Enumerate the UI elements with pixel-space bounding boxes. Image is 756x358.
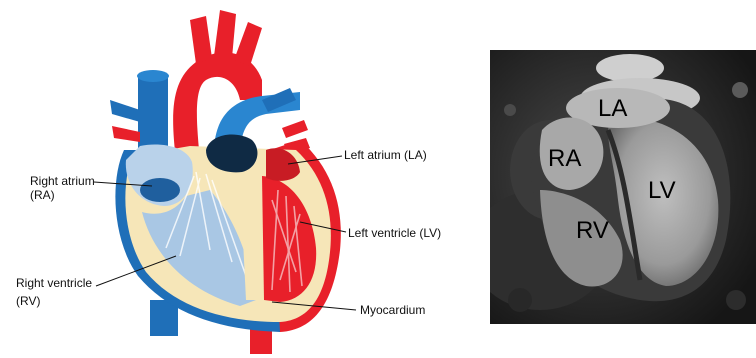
mri-label-rv: RV [576,218,609,244]
label-left-atrium: Left atrium (LA) [344,148,427,162]
aorta-branch-3 [234,22,262,66]
cardiac-mri-image: LA RA LV RV [490,50,756,324]
mri-label-lv: LV [648,178,676,204]
aorta-branch-1 [190,16,212,64]
label-right-atrium-line2: (RA) [30,188,95,202]
superior-vena-cava-top [137,70,169,82]
mri-label-ra: RA [548,146,581,172]
mri-label-la: LA [598,96,627,122]
pulmonary-vein-left [110,100,140,122]
label-right-ventricle-line2: (RV) [16,294,92,308]
mri-scan [490,50,756,324]
label-left-ventricle: Left ventricle (LV) [348,226,441,240]
pulmonary-artery-small-left [112,126,140,142]
right-atrium-opening [140,178,180,202]
label-myocardium: Myocardium [360,303,425,317]
label-right-ventricle: Right ventricle (RV) [16,276,92,308]
label-right-atrium: Right atrium (RA) [30,174,95,202]
label-right-ventricle-line1: Right ventricle [16,276,92,290]
pulmonary-vein-right-1 [282,120,308,138]
aorta-branch-2 [214,10,236,58]
label-right-atrium-line1: Right atrium [30,174,95,188]
